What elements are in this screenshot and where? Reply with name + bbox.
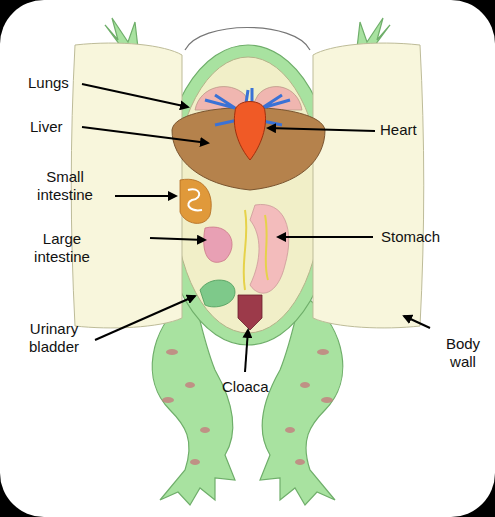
hind-legs bbox=[152, 300, 343, 505]
leader-arrow bbox=[245, 330, 248, 372]
part-label: Small intestine bbox=[20, 168, 110, 204]
large-intestine bbox=[204, 227, 232, 262]
urinary-bladder bbox=[200, 280, 235, 307]
part-label: Lungs bbox=[28, 74, 88, 92]
stomach bbox=[250, 204, 289, 293]
part-label: Heart bbox=[380, 121, 440, 139]
leader-arrow bbox=[404, 316, 430, 328]
part-label: Liver bbox=[30, 118, 90, 136]
leg-spots bbox=[162, 349, 333, 465]
small-intestine bbox=[180, 179, 211, 223]
heart bbox=[234, 102, 265, 161]
part-label: Body wall bbox=[438, 335, 488, 371]
part-label: Cloaca bbox=[222, 378, 282, 396]
intestine-coil bbox=[188, 189, 202, 210]
body-cavity bbox=[174, 57, 322, 333]
leader-arrow bbox=[95, 296, 195, 340]
part-label: Large intestine bbox=[22, 230, 102, 266]
leader-arrow bbox=[82, 84, 188, 107]
leader-arrows bbox=[82, 84, 430, 372]
leader-arrow bbox=[268, 128, 375, 131]
part-label: Urinary bladder bbox=[14, 320, 94, 356]
leader-arrow bbox=[115, 195, 176, 197]
cloaca bbox=[238, 295, 262, 330]
part-label: Stomach bbox=[381, 228, 451, 246]
body-wall-flap bbox=[313, 43, 424, 328]
vessels bbox=[244, 210, 268, 290]
leader-arrow bbox=[278, 236, 373, 238]
leader-arrow bbox=[82, 127, 208, 143]
leader-arrow bbox=[150, 238, 205, 240]
